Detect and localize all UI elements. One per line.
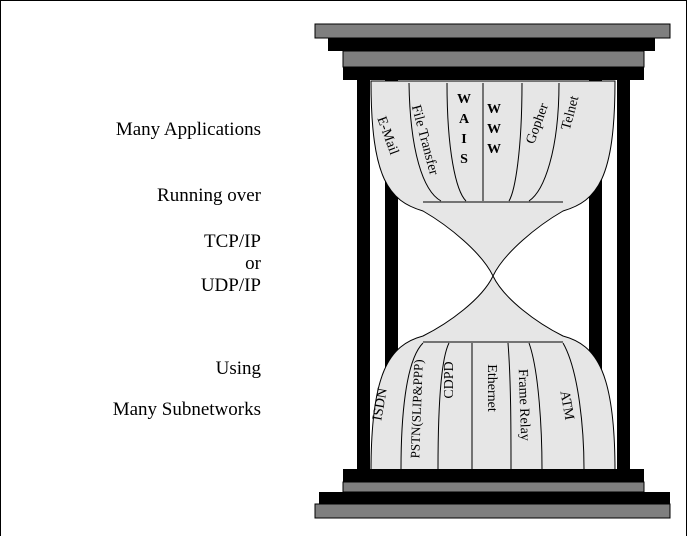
lower-dividers <box>400 342 585 470</box>
subnet-label-pstn: PSTN(SLIP&PPP) <box>407 359 425 458</box>
label-using: Using <box>215 358 261 379</box>
bottom-under-plate <box>342 481 645 493</box>
upper-dividers <box>408 82 560 202</box>
stacked-letter: S <box>460 152 468 167</box>
subnet-label-ethernet: Ethernet <box>484 364 499 412</box>
subnet-label-cdpd: CDPD <box>442 361 457 398</box>
label-many-applications: Many Applications <box>115 119 261 140</box>
lower-bulb <box>370 274 616 472</box>
stacked-letter: W <box>487 142 501 157</box>
top-rim-band <box>343 67 644 80</box>
stacked-letter: A <box>459 112 470 127</box>
bottom-rim-band <box>343 469 644 482</box>
stacked-letter: W <box>487 122 501 137</box>
label-tcp-ip: TCP/IP <box>203 231 261 252</box>
subnet-label-frame-relay: Frame Relay <box>515 369 533 441</box>
stacked-letter: W <box>487 102 501 117</box>
right-outer-pillar <box>617 77 630 469</box>
subnet-label-atm: ATM <box>556 390 576 422</box>
label-running-over: Running over <box>157 185 261 206</box>
stacked-letter: I <box>461 132 466 147</box>
top-cap-plate <box>314 23 671 39</box>
bottom-base-plate <box>319 492 670 504</box>
stacked-letter: W <box>457 92 471 107</box>
top-under-plate <box>342 50 645 68</box>
bottom-cap-plate <box>314 503 671 519</box>
left-outer-pillar <box>357 77 370 469</box>
label-many-subnetworks: Many Subnetworks <box>112 399 261 420</box>
label-udp-ip: UDP/IP <box>200 275 261 296</box>
subnet-label-isdn: ISDN <box>370 387 390 422</box>
label-or: or <box>245 253 261 274</box>
top-base-plate <box>328 38 655 51</box>
